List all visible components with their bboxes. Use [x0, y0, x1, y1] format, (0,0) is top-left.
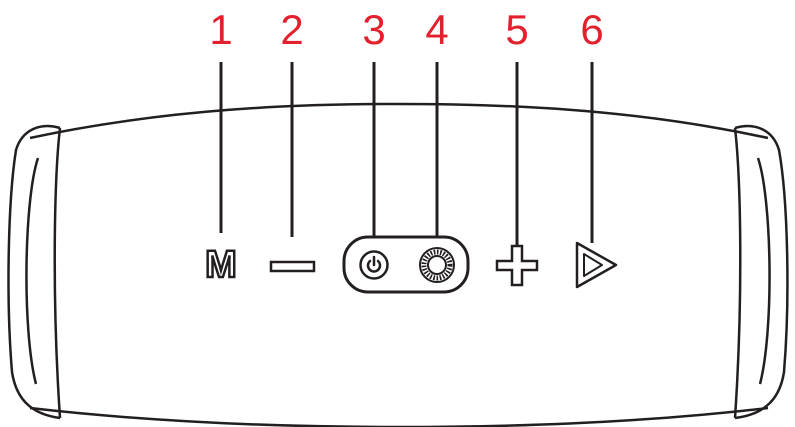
callout-number-2: 2 [280, 6, 303, 53]
play-icon[interactable] [575, 241, 618, 289]
callout-number-1: 1 [209, 6, 232, 53]
speaker-left-cap-detail [25, 157, 40, 385]
speaker-bottom-edge [29, 406, 769, 427]
callout-number-5: 5 [505, 6, 528, 53]
callout-numbers: 1 2 3 4 5 6 [209, 6, 603, 53]
minus-icon[interactable] [269, 260, 316, 273]
power-icon[interactable] [359, 250, 389, 280]
speaker-left-inner-rim [53, 127, 62, 419]
callout-number-6: 6 [580, 6, 603, 53]
mode-m-icon[interactable]: M [204, 243, 238, 288]
speaker-left-cap [7, 124, 61, 420]
power-symbol-arc [366, 259, 382, 273]
callout-number-4: 4 [425, 6, 448, 53]
connect-ring-middle [421, 249, 453, 281]
mode-m-glyph: M [205, 244, 237, 286]
speaker-right-inner-rim [733, 127, 742, 419]
speaker-right-cap [734, 124, 789, 420]
callout-lines [219, 62, 594, 247]
speaker-right-cap-detail [756, 157, 771, 385]
plus-icon[interactable] [495, 244, 539, 287]
callout-number-3: 3 [362, 6, 385, 53]
plus-shape [495, 244, 539, 287]
speaker-top-edge [29, 102, 769, 140]
play-triangle-inner [583, 253, 603, 277]
minus-bar [269, 260, 316, 273]
connect-ring-inner [427, 255, 447, 275]
connect-ring-icon[interactable] [419, 247, 455, 283]
speaker-body [7, 102, 789, 427]
